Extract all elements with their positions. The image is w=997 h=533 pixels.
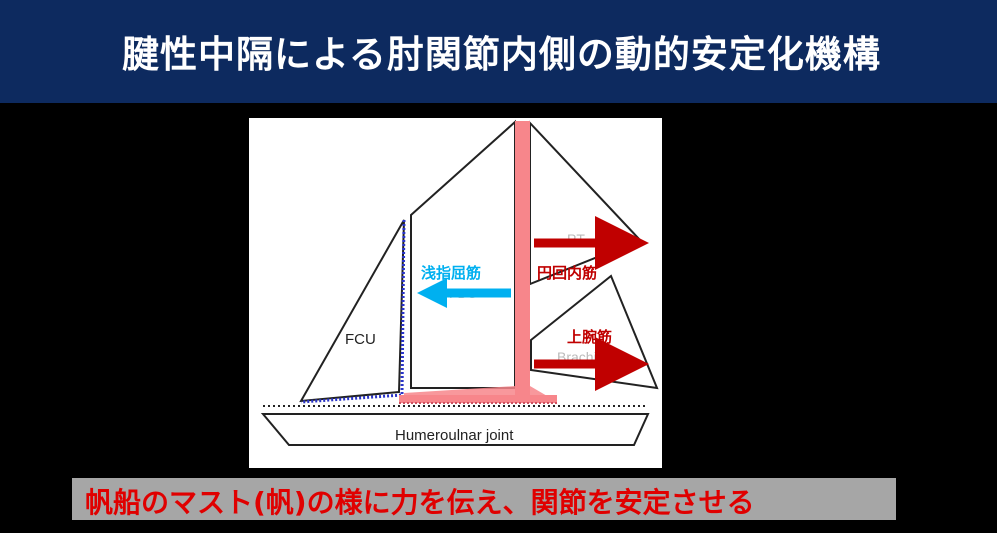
- page-title: 腱性中隔による肘関節内側の動的安定化機構: [122, 33, 881, 76]
- fds-sail: [410, 119, 516, 389]
- mast-base: [399, 395, 557, 403]
- fds-arrowhead: [417, 278, 447, 308]
- caption-box: 帆船のマスト(帆)の様に力を伝え、関節を安定させる: [72, 478, 896, 520]
- fcu-label: FCU: [345, 331, 376, 348]
- fcu-sail: [299, 219, 405, 403]
- pt-sail: [529, 120, 642, 286]
- title-bar: 腱性中隔による肘関節内側の動的安定化機構: [0, 0, 997, 103]
- mast: [515, 121, 530, 397]
- pt-jp-label: 円回内筋: [537, 264, 597, 282]
- diagram-svg: PT FDS Brachi FCU Humeroulnar joint 浅指屈筋…: [260, 119, 659, 446]
- sailboat-diagram: PT FDS Brachi FCU Humeroulnar joint 浅指屈筋…: [249, 118, 662, 468]
- brachialis-jp-label: 上腕筋: [567, 328, 612, 346]
- joint-label: Humeroulnar joint: [395, 427, 514, 444]
- fds-jp-label: 浅指屈筋: [421, 264, 481, 282]
- caption-text: 帆船のマスト(帆)の様に力を伝え、関節を安定させる: [85, 486, 755, 519]
- hull: [260, 413, 650, 446]
